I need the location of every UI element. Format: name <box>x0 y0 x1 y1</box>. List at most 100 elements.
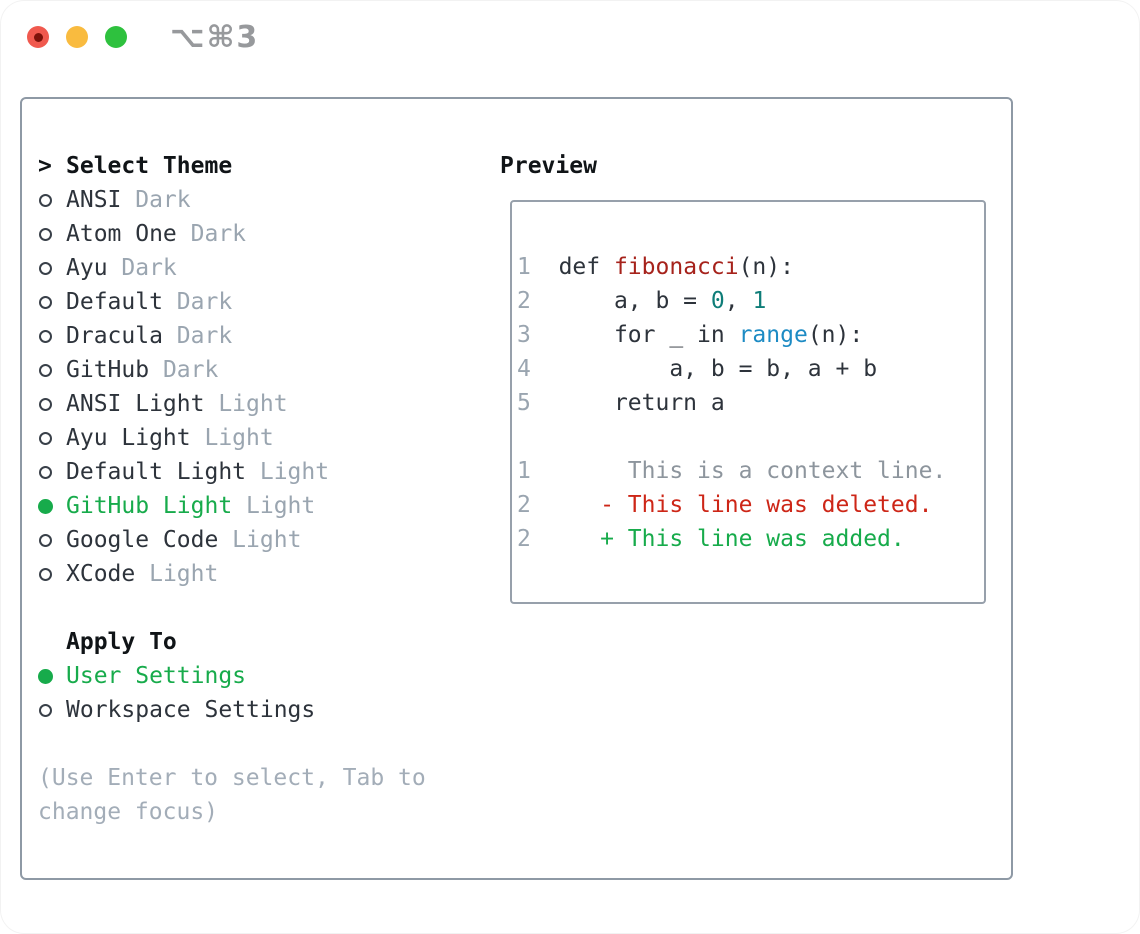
theme-option[interactable]: XCode Light <box>38 557 426 591</box>
code-preview: 1 def fibonacci(n): 2 a, b = 0, 1 3 for … <box>512 202 984 556</box>
preview-title: Preview <box>500 153 597 179</box>
theme-variant-label: Light <box>232 493 316 519</box>
theme-variant-label: Light <box>218 527 302 553</box>
zoom-button[interactable] <box>105 26 127 48</box>
prompt-marker: > <box>38 153 66 179</box>
window-title: ⌥⌘3 <box>170 19 260 55</box>
radio-marker <box>38 227 66 241</box>
code-token-code: , <box>724 288 753 314</box>
code-token-code: return a <box>558 390 725 416</box>
line-number: 3 <box>517 322 531 348</box>
line-number: 2 <box>517 526 531 552</box>
theme-option[interactable]: Atom One Dark <box>38 217 426 251</box>
theme-option[interactable]: ANSI Light Light <box>38 387 426 421</box>
theme-variant-label: Light <box>190 425 274 451</box>
radio-marker <box>38 465 66 479</box>
theme-variant-label: Light <box>135 561 219 587</box>
theme-option-label: Atom One <box>66 221 177 247</box>
theme-option-label: Dracula <box>66 323 163 349</box>
theme-option[interactable]: Default Dark <box>38 285 426 319</box>
radio-marker <box>38 703 66 717</box>
radio-unselected-icon <box>39 533 52 547</box>
theme-option-label: Ayu Light <box>66 425 191 451</box>
theme-option-label: XCode <box>66 561 136 587</box>
radio-unselected-icon <box>39 227 52 241</box>
theme-option-label: GitHub Light <box>66 493 233 519</box>
radio-marker <box>38 431 66 445</box>
code-token-num: 0 <box>710 288 725 314</box>
theme-option[interactable]: Google Code Light <box>38 523 426 557</box>
theme-option-label: Ayu <box>66 255 108 281</box>
theme-option-label: ANSI Light <box>66 391 205 417</box>
radio-unselected-icon <box>39 261 52 275</box>
theme-option-label: Default Light <box>66 459 247 485</box>
theme-option-label: GitHub <box>66 357 150 383</box>
spacer-row <box>38 591 426 625</box>
code-token-code: (n): <box>807 322 864 348</box>
radio-unselected-icon <box>39 567 52 581</box>
radio-marker <box>38 397 66 411</box>
theme-variant-label: Dark <box>121 187 191 213</box>
code-token-code: for _ in <box>558 322 739 348</box>
theme-option[interactable]: ANSI Dark <box>38 183 426 217</box>
code-token-func: fibonacci <box>613 254 739 280</box>
line-number: 1 <box>517 458 531 484</box>
hint-line: (Use Enter to select, Tab to <box>38 765 426 791</box>
theme-variant-label: Light <box>246 459 330 485</box>
theme-option[interactable]: Ayu Dark <box>38 251 426 285</box>
radio-unselected-icon <box>39 363 52 377</box>
theme-option[interactable]: Dracula Dark <box>38 319 426 353</box>
radio-marker <box>38 329 66 343</box>
radio-selected-icon <box>38 668 53 684</box>
theme-option[interactable]: GitHub Light Light <box>38 489 426 523</box>
apply-option-label: User Settings <box>66 663 247 689</box>
preview-box: 1 def fibonacci(n): 2 a, b = 0, 1 3 for … <box>510 200 986 604</box>
theme-list-header-row: > Select Theme <box>38 149 426 183</box>
theme-variant-label: Dark <box>149 357 219 383</box>
code-token-code: (n): <box>738 254 794 280</box>
code-token-num: 1 <box>752 288 767 314</box>
code-token-call: range <box>738 322 808 348</box>
theme-variant-label: Dark <box>162 289 233 315</box>
radio-unselected-icon <box>39 193 52 207</box>
line-number: 5 <box>517 390 531 416</box>
theme-variant-label: Dark <box>162 323 233 349</box>
hint-text: (Use Enter to select, Tab to <box>38 761 426 795</box>
code-token-code: a, b = b, a + b <box>558 356 878 382</box>
apply-to-header-row: Apply To <box>38 625 426 659</box>
theme-variant-label: Dark <box>107 255 177 281</box>
titlebar: ⌥⌘3 <box>27 20 259 55</box>
apply-option[interactable]: User Settings <box>38 659 426 693</box>
radio-marker <box>38 567 66 581</box>
apply-to-title: Apply To <box>66 629 177 655</box>
code-token-deleted: - This line was deleted. <box>558 492 933 518</box>
theme-option[interactable]: GitHub Dark <box>38 353 426 387</box>
radio-marker <box>38 668 66 684</box>
hint-text: change focus) <box>38 795 426 829</box>
theme-option[interactable]: Default Light Light <box>38 455 426 489</box>
hint-line: change focus) <box>38 799 219 825</box>
apply-option[interactable]: Workspace Settings <box>38 693 426 727</box>
line-number: 4 <box>517 356 531 382</box>
theme-variant-label: Dark <box>176 221 247 247</box>
theme-variant-label: Light <box>204 391 288 417</box>
code-token-added: + This line was added. <box>558 526 905 552</box>
theme-option[interactable]: Ayu Light Light <box>38 421 426 455</box>
code-token-context: This is a context line. <box>558 458 947 484</box>
minimize-button[interactable] <box>66 26 88 48</box>
radio-marker <box>38 363 66 377</box>
radio-marker <box>38 295 66 309</box>
line-number: 2 <box>517 492 531 518</box>
theme-list-title: Select Theme <box>66 153 233 179</box>
radio-unselected-icon <box>39 703 52 717</box>
spacer-row <box>38 727 426 761</box>
radio-unselected-icon <box>39 465 52 479</box>
selection-prompt-icon: > <box>38 153 52 179</box>
close-button[interactable] <box>27 26 49 48</box>
apply-option-label: Workspace Settings <box>66 697 316 723</box>
theme-option-label: Google Code <box>66 527 219 553</box>
radio-unselected-icon <box>39 329 52 343</box>
